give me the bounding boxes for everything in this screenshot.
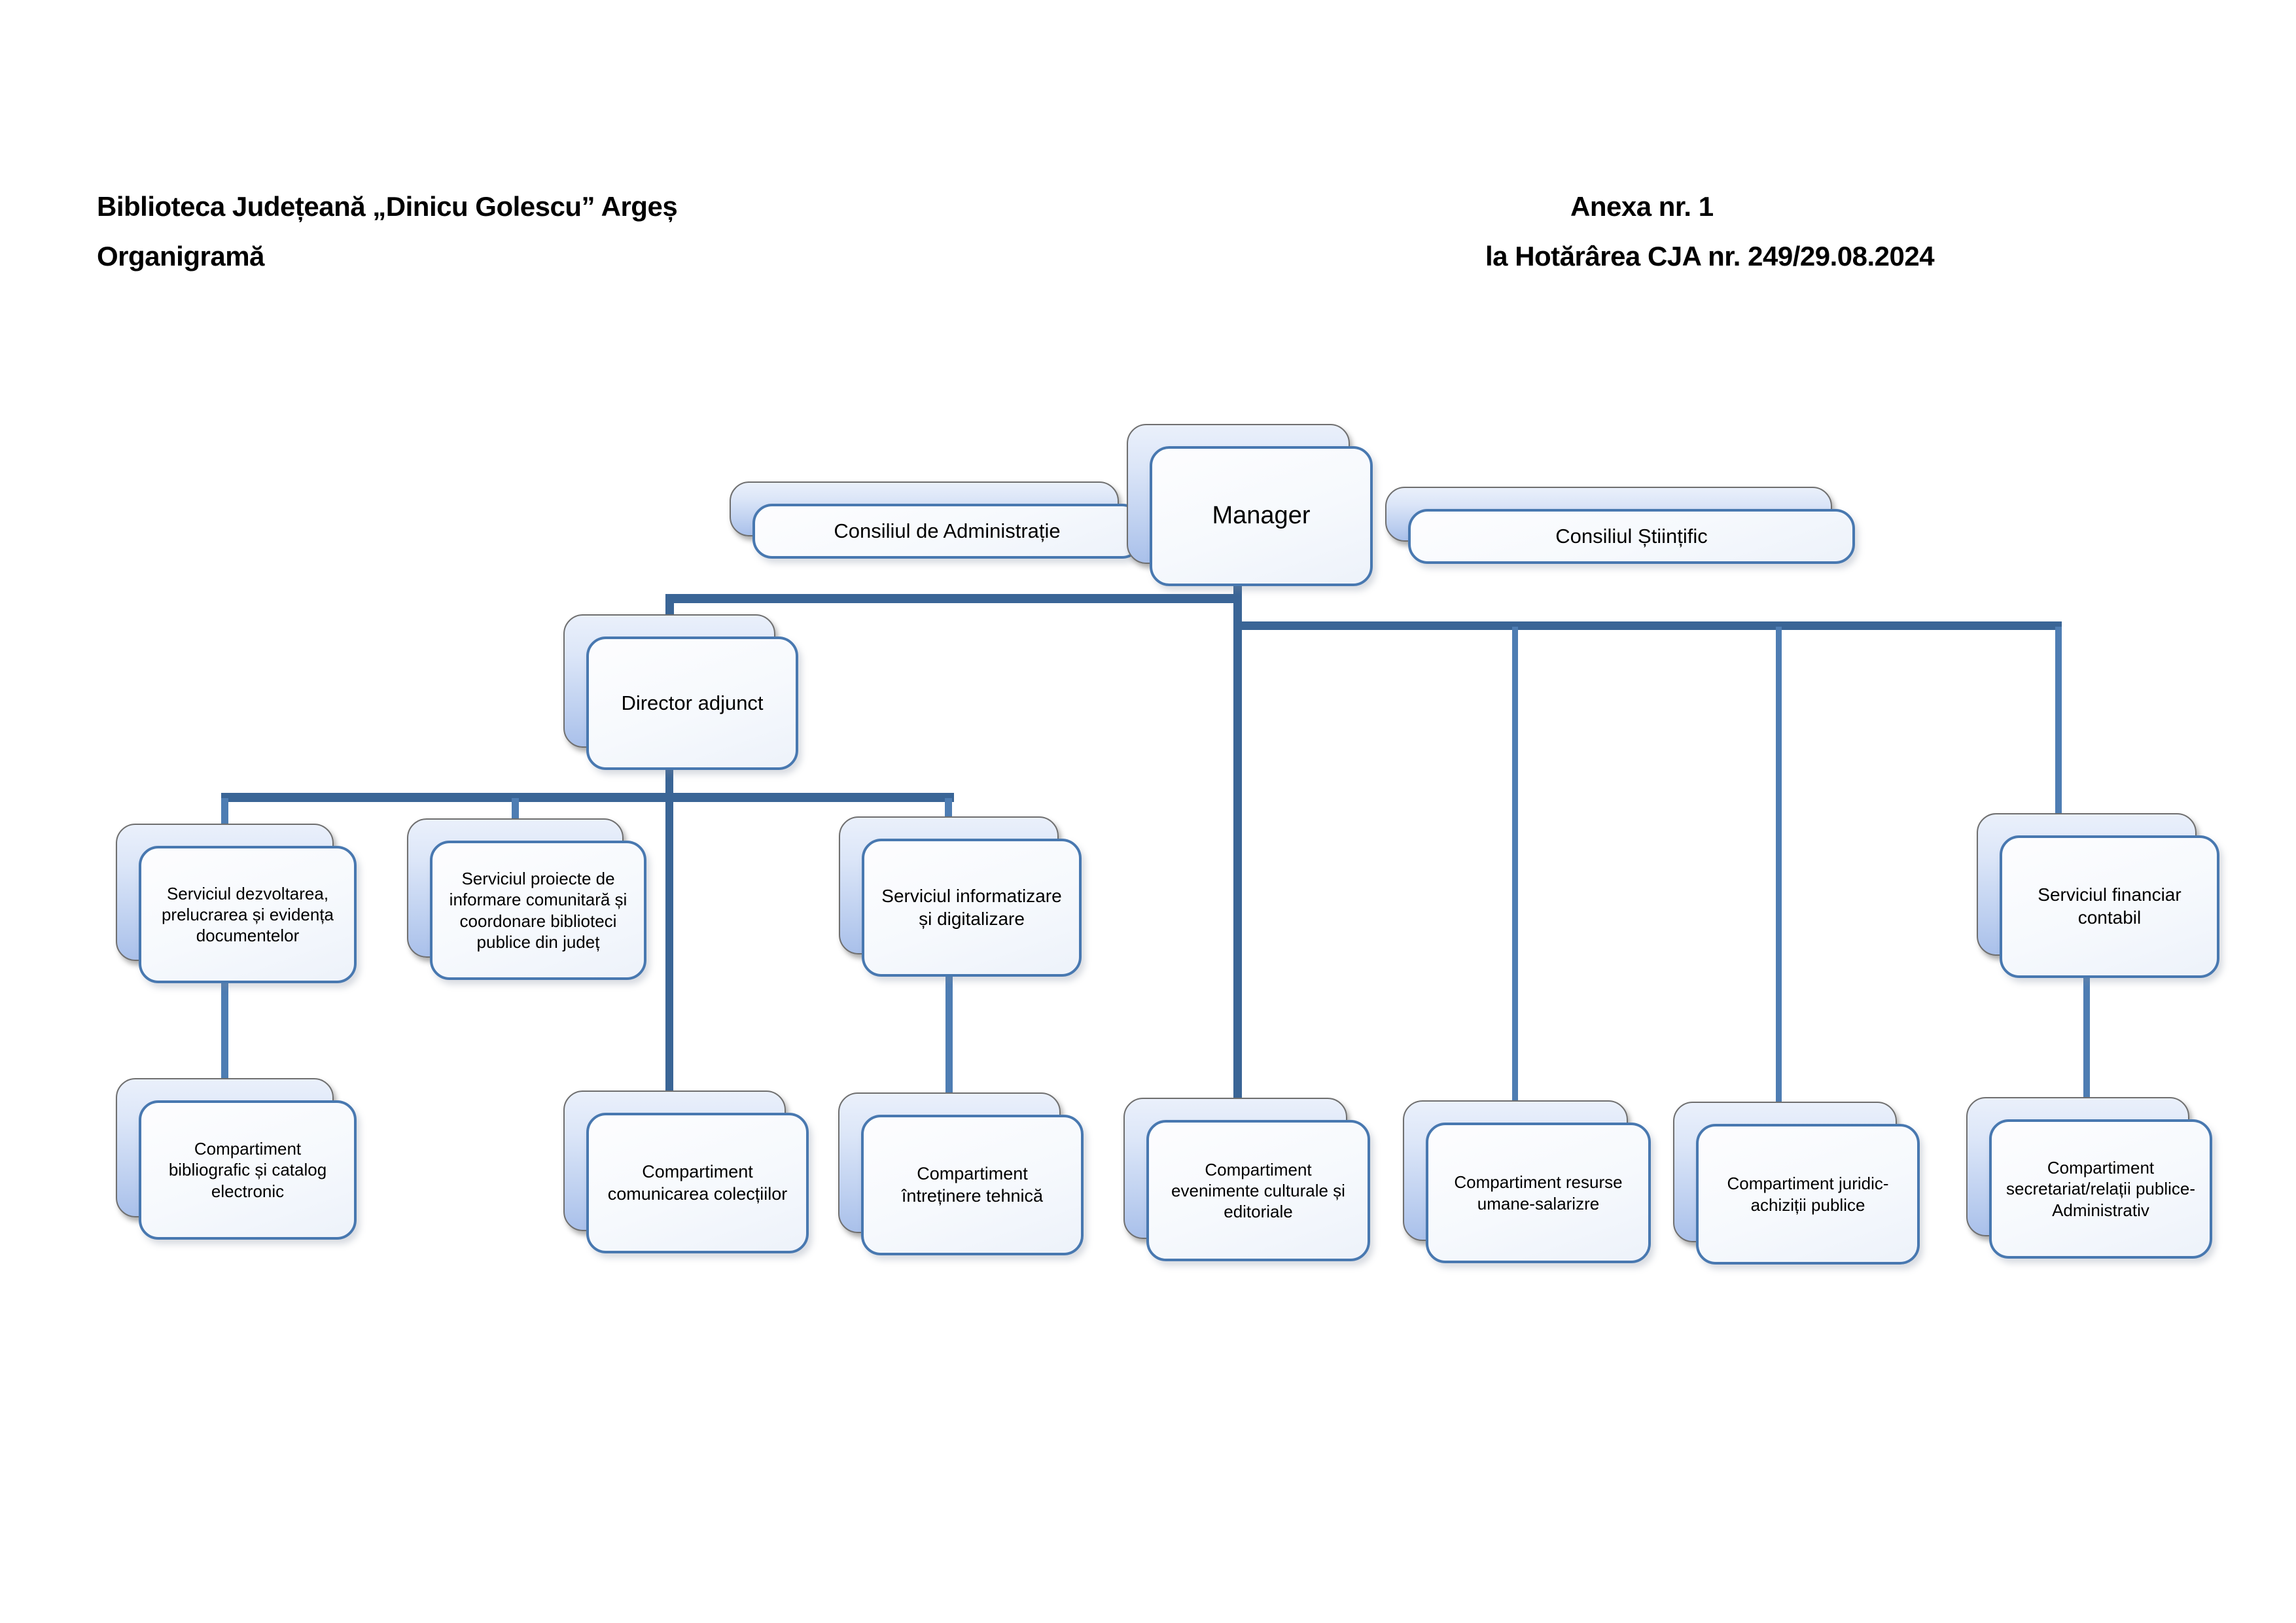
org-node-consiliul-administratie-box: Consiliul de Administrație [752, 504, 1142, 559]
org-node-consiliul-stiintific-box: Consiliul Științific [1408, 509, 1855, 564]
org-node-serviciul-dezvoltarea-label: Serviciul dezvoltarea, prelucrarea și ev… [161, 883, 334, 946]
org-node-comp-intretinere-box: Compartiment întreținere tehnică [861, 1115, 1084, 1255]
connector-v-bibliografic [221, 980, 228, 1083]
org-node-serviciul-financiar: Serviciul financiar contabil [1977, 813, 2219, 978]
connector-v-proiecte-top [512, 798, 519, 826]
org-node-consiliul-administratie: Consiliul de Administrație [730, 481, 1142, 559]
org-node-serviciul-dezvoltarea-box: Serviciul dezvoltarea, prelucrarea și ev… [139, 846, 357, 983]
connector-v-director-down [665, 765, 673, 1117]
org-node-comp-resurse-box: Compartiment resurse umane-salarizre [1426, 1123, 1651, 1263]
org-node-serviciul-financiar-label: Serviciul financiar contabil [2038, 884, 2181, 928]
document-title-line1: Biblioteca Județeană „Dinicu Golescu” Ar… [97, 191, 678, 222]
connector-v-financiar-top [2055, 627, 2062, 818]
org-node-director-adjunct-box: Director adjunct [586, 637, 798, 770]
org-node-comp-juridic-label: Compartiment juridic-achiziții publice [1727, 1174, 1889, 1215]
org-node-comp-comunicarea: Compartiment comunicarea colecțiilor [563, 1091, 809, 1253]
org-node-consiliul-stiintific-label: Consiliul Științific [1555, 524, 1708, 548]
annex-label: Anexa nr. 1 [1570, 191, 1714, 222]
org-node-manager: Manager [1127, 424, 1373, 586]
connector-services-bus [221, 793, 954, 802]
org-node-comp-secretariat-label: Compartiment secretariat/relații publice… [2005, 1158, 2195, 1220]
org-node-manager-box: Manager [1150, 446, 1373, 586]
decision-reference-label: la Hotărârea CJA nr. 249/29.08.2024 [1485, 241, 1935, 271]
connector-v-financiar-bottom [2083, 973, 2090, 1102]
org-node-comp-comunicarea-box: Compartiment comunicarea colecțiilor [586, 1113, 809, 1253]
document-title-line2: Organigramă [97, 241, 264, 271]
connector-right-bus [1233, 621, 2062, 630]
org-node-consiliul-administratie-label: Consiliul de Administrație [834, 519, 1061, 542]
org-node-serviciul-informatizare: Serviciul informatizare și digitalizare [839, 816, 1082, 977]
connector-manager-vertical [1233, 584, 1242, 1129]
connector-manager-to-director-h [665, 594, 1242, 603]
org-node-comp-resurse: Compartiment resurse umane-salarizre [1403, 1100, 1651, 1263]
org-node-comp-juridic-box: Compartiment juridic-achiziții publice [1696, 1124, 1920, 1265]
org-node-serviciul-financiar-box: Serviciul financiar contabil [2000, 835, 2219, 978]
org-node-comp-juridic: Compartiment juridic-achiziții publice [1673, 1102, 1920, 1265]
org-node-comp-intretinere: Compartiment întreținere tehnică [838, 1092, 1084, 1255]
org-node-serviciul-proiecte-box: Serviciul proiecte de informare comunita… [430, 841, 646, 980]
org-node-comp-evenimente: Compartiment evenimente culturale și edi… [1123, 1098, 1370, 1261]
org-node-comp-evenimente-label: Compartiment evenimente culturale și edi… [1171, 1159, 1345, 1222]
org-node-comp-secretariat-box: Compartiment secretariat/relații publice… [1989, 1119, 2212, 1259]
org-node-serviciul-informatizare-label: Serviciul informatizare și digitalizare [881, 885, 1062, 929]
org-node-consiliul-stiintific: Consiliul Științific [1385, 487, 1855, 564]
connector-v-dezvoltarea-top [221, 798, 228, 828]
org-node-comp-comunicarea-label: Compartiment comunicarea colecțiilor [607, 1162, 788, 1204]
org-node-manager-label: Manager [1212, 502, 1311, 530]
org-node-comp-bibliografic-box: Compartiment bibliografic și catalog ele… [139, 1100, 357, 1240]
org-node-comp-bibliografic-label: Compartiment bibliografic și catalog ele… [168, 1139, 327, 1201]
org-node-comp-evenimente-box: Compartiment evenimente culturale și edi… [1146, 1120, 1370, 1261]
connector-v-intretinere [945, 973, 953, 1098]
org-node-director-adjunct: Director adjunct [563, 614, 798, 770]
org-node-serviciul-dezvoltarea: Serviciul dezvoltarea, prelucrarea și ev… [116, 824, 357, 983]
connector-v-juridic [1776, 627, 1782, 1106]
connector-v-resurse [1512, 627, 1518, 1104]
org-node-comp-secretariat: Compartiment secretariat/relații publice… [1966, 1097, 2212, 1259]
org-node-serviciul-informatizare-box: Serviciul informatizare și digitalizare [862, 839, 1082, 977]
org-node-director-adjunct-label: Director adjunct [621, 691, 764, 714]
org-node-comp-bibliografic: Compartiment bibliografic și catalog ele… [116, 1078, 357, 1240]
org-node-comp-intretinere-label: Compartiment întreținere tehnică [901, 1164, 1044, 1206]
org-node-serviciul-proiecte-label: Serviciul proiecte de informare comunita… [449, 869, 627, 952]
org-node-serviciul-proiecte: Serviciul proiecte de informare comunita… [407, 818, 646, 980]
connector-v-informatizare-top [945, 798, 952, 824]
org-node-comp-resurse-label: Compartiment resurse umane-salarizre [1454, 1172, 1623, 1213]
